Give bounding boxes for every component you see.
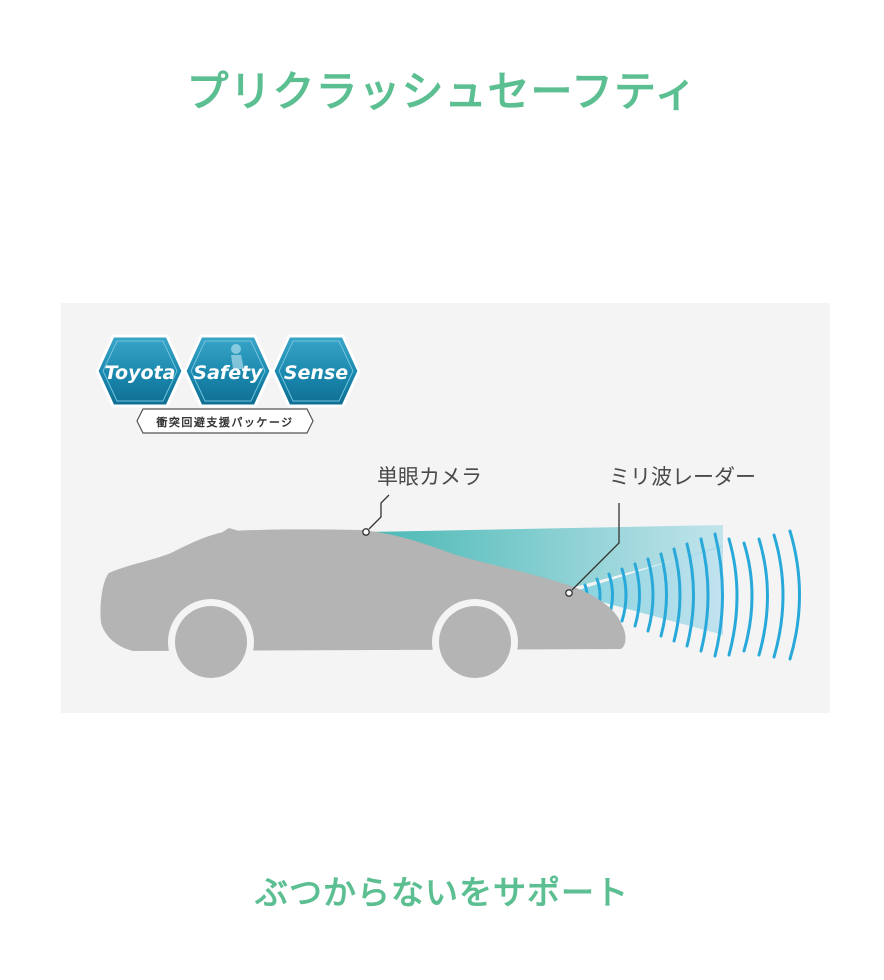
rear-wheel: [432, 599, 518, 685]
badge-word-toyota: Toyota: [105, 362, 176, 384]
toyota-safety-sense-badge: Toyota Safety Sense 衝突回避支援パッケージ: [95, 334, 361, 434]
page-title: プリクラッシュセーフティ: [186, 67, 698, 116]
seated-figure-icon: [231, 344, 244, 369]
radar-beam: [569, 545, 723, 635]
front-wheel: [168, 599, 254, 685]
radar-sensor-icon: [565, 503, 620, 597]
badge-hexagon-safety: Safety: [183, 334, 273, 408]
camera-beam: [366, 525, 723, 588]
badge-word-safety: Safety: [193, 362, 264, 384]
badge-word-sense: Sense: [284, 362, 348, 384]
badge-hexagon-toyota: Toyota: [95, 334, 185, 408]
camera-sensor-icon: [362, 494, 390, 536]
radar-label: ミリ波レーダー: [609, 465, 756, 489]
camera-label: 単眼カメラ: [377, 465, 482, 489]
sensor-diagram: Toyota Safety Sense 衝突回避支援パッケージ: [95, 334, 801, 685]
footer-tagline: ぶつからないをサポート: [255, 873, 629, 912]
badge-subtitle: 衝突回避支援パッケージ: [155, 415, 293, 429]
badge-subtitle-ribbon: 衝突回避支援パッケージ: [136, 408, 314, 434]
badge-hexagon-sense: Sense: [271, 334, 361, 408]
diagram-panel: Toyota Safety Sense 衝突回避支援パッケージ: [61, 303, 830, 713]
